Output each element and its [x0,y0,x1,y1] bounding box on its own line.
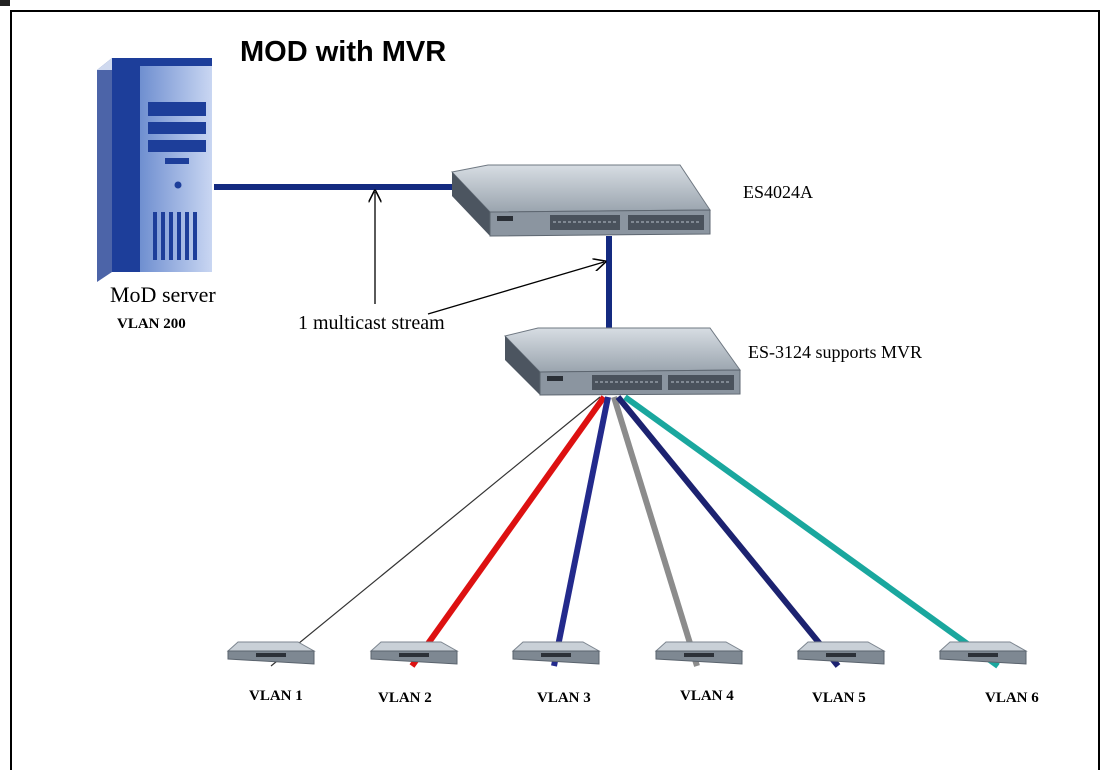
vlan-1-device-icon [226,641,316,665]
es4024a-switch-icon [451,164,711,237]
vlan-5-link [615,395,841,668]
stream-arrow-right [427,262,604,315]
es3124-switch-label: ES-3124 supports MVR [748,342,923,362]
vlan-1-label: VLAN 1 [249,688,303,704]
vlan-3-label: VLAN 3 [537,690,591,706]
vlan-4-label: VLAN 4 [680,688,734,704]
vlan-5-device-icon [796,641,886,665]
vlan-6-device-icon [938,641,1028,665]
vlan-2-label: VLAN 2 [378,690,432,706]
vlan-3-link [551,396,611,667]
server-name-label: MoD server [110,282,216,307]
diagram-frame [10,10,1100,770]
server-icon [97,58,212,282]
vlan-6-link [623,394,1000,669]
es3124-switch-icon [504,327,741,396]
vlan-devices [226,641,1028,665]
vlan-4-link [611,396,700,667]
vlan-3-device-icon [511,641,601,665]
vlan-4-device-icon [654,641,744,665]
server-vlan-label: VLAN 200 [117,316,186,332]
vlan-2-device-icon [369,641,459,665]
vlan-1-link [270,396,601,667]
vlan-2-link [409,395,607,668]
corner-mark [0,0,10,6]
diagram-title: MOD with MVR [240,36,447,68]
vlan-6-label: VLAN 6 [985,690,1039,706]
vlan-5-label: VLAN 5 [812,690,866,706]
multicast-stream-label: 1 multicast stream [298,312,445,334]
es4024a-switch-label: ES4024A [743,182,814,202]
vlan-links [270,394,1000,669]
